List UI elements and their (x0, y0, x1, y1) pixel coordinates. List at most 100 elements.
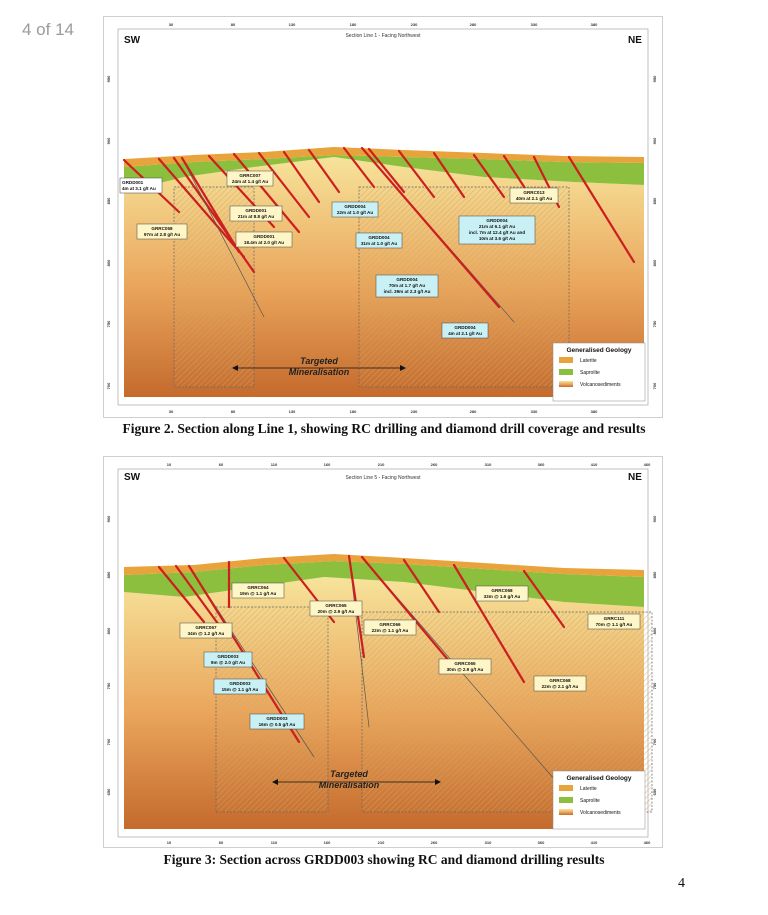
x-tick: 280 (470, 22, 477, 27)
x-tick: 410 (591, 840, 598, 845)
hole-label: GRDD005 (361, 534, 368, 551)
hole-label: GRRC067 (227, 539, 234, 556)
hole-label: GRRC064 (283, 535, 290, 552)
geology-legend: Generalised Geology Laterite Saprolite V… (552, 342, 646, 402)
x-axis-bottom: 10 60 110 160 210 260 310 360 410 460 (167, 840, 651, 845)
y-axis-right: 950 900 850 800 750 700 (652, 75, 657, 389)
hole-label: GRRC015 (501, 132, 508, 149)
svg-text:24m at 1.4 g/t Au: 24m at 1.4 g/t Au (232, 179, 269, 184)
x-tick: 30 (169, 409, 174, 414)
y-tick: 750 (106, 682, 111, 689)
svg-text:Volcanosediments: Volcanosediments (580, 382, 621, 388)
geology-legend: Generalised Geology Laterite Saprolite V… (552, 770, 646, 830)
svg-text:GRDD003: GRDD003 (229, 681, 251, 686)
x-tick: 460 (644, 840, 651, 845)
svg-text:22m @ 2.1 g/t Au: 22m @ 2.1 g/t Au (542, 684, 579, 689)
figure-2-section-grdd003: GRRC072 GRDD003 GRRC067 GRRC064 GRRC065 … (103, 456, 663, 848)
svg-text:GRRC064: GRRC064 (247, 585, 269, 590)
hole-label: GRRC001 (121, 135, 128, 152)
x-tick: 410 (591, 462, 598, 467)
hole-label: GRRC006 (256, 129, 263, 146)
x-axis-bottom: 30 80 130 180 230 280 330 380 (169, 409, 598, 414)
volcanosediments-swatch (559, 809, 573, 815)
hole-label: GRRC066 (403, 537, 410, 554)
svg-text:GRRC066: GRRC066 (379, 622, 401, 627)
svg-text:31m at 1.0 g/t Au: 31m at 1.0 g/t Au (361, 241, 398, 246)
svg-text:22m @ 1.1 g/t Au: 22m @ 1.1 g/t Au (372, 628, 409, 633)
callout: GRRC067 34m @ 1.2 g/t Au (179, 622, 233, 639)
hole-labels: GRRC001 GRRC002 GRRC058 GRDD001 GRRC003 … (121, 124, 573, 152)
x-tick: 330 (531, 22, 538, 27)
svg-text:20m @ 2.9 g/t Au: 20m @ 2.9 g/t Au (318, 609, 355, 614)
laterite-layer (124, 147, 644, 167)
saprolite-swatch (559, 369, 573, 375)
y-tick: 700 (106, 738, 111, 745)
y-tick: 800 (106, 627, 111, 634)
hole-label: GRRC072 (159, 544, 166, 561)
svg-text:incl. 7m at 12.4 g/t Au and: incl. 7m at 12.4 g/t Au and (469, 230, 525, 235)
svg-text:Mineralisation: Mineralisation (289, 367, 350, 377)
callout: GRDD003 15m @ 1.1 g/t Au (213, 678, 267, 695)
svg-text:GRDD001: GRDD001 (253, 234, 275, 239)
svg-text:22m at 1.0 g/t Au: 22m at 1.0 g/t Au (337, 210, 374, 215)
y-tick: 900 (652, 137, 657, 144)
svg-text:GRRC067: GRRC067 (195, 625, 217, 630)
hole-label: GRRC014 (471, 131, 478, 148)
hole-label: GRRC009 (341, 124, 348, 141)
y-tick: 800 (106, 259, 111, 266)
y-tick: 850 (106, 571, 111, 578)
volcanosediments-swatch (559, 381, 573, 387)
x-tick: 110 (271, 462, 278, 467)
targeted-mineralisation-label: Targeted Mineralisation (232, 356, 406, 377)
laterite-swatch (559, 357, 573, 363)
svg-text:GRDD003: GRDD003 (266, 716, 288, 721)
callout: GRRC007 24m at 1.4 g/t Au (226, 170, 274, 187)
hole-label: GRRC013 (431, 129, 438, 146)
svg-text:GRDD001: GRDD001 (122, 180, 144, 185)
y-tick: 700 (652, 738, 657, 745)
ne-direction-label: NE (628, 472, 642, 483)
callout: GRDD001 21m at 8.8 g/t Au (229, 205, 283, 222)
x-tick: 380 (591, 409, 598, 414)
callout: GRDD004 31m at 1.0 g/t Au (355, 232, 403, 249)
hole-label: GRRC002 (151, 135, 158, 152)
svg-text:4m at 2.1 g/t Au: 4m at 2.1 g/t Au (448, 331, 482, 336)
svg-text:GRDD004: GRDD004 (454, 325, 476, 330)
figure-2-diagram: GRRC072 GRDD003 GRRC067 GRRC064 GRRC065 … (106, 462, 657, 845)
hole-label: GRRC068 (453, 542, 460, 559)
hole-label: GRRC008 (306, 126, 313, 143)
svg-text:GRDD004: GRDD004 (396, 277, 418, 282)
laterite-swatch (559, 785, 573, 791)
ne-direction-label: NE (628, 35, 642, 46)
x-tick: 60 (219, 840, 224, 845)
svg-text:GRRC068: GRRC068 (549, 678, 571, 683)
x-tick: 180 (350, 22, 357, 27)
page-number: 4 (678, 876, 685, 891)
y-tick: 950 (106, 75, 111, 82)
svg-text:30m @ 2.9 g/t Au: 30m @ 2.9 g/t Au (447, 667, 484, 672)
svg-text:70m @ 1.1 g/t Au: 70m @ 1.1 g/t Au (596, 622, 633, 627)
x-tick: 110 (271, 840, 278, 845)
svg-text:4m at 3.1 g/t Au: 4m at 3.1 g/t Au (122, 186, 156, 191)
svg-text:Mineralisation: Mineralisation (319, 780, 380, 790)
svg-text:GRRC007: GRRC007 (239, 173, 261, 178)
x-tick: 80 (231, 409, 236, 414)
x-axis-top: 30 80 130 180 230 280 330 380 (169, 22, 598, 27)
y-tick: 800 (652, 627, 657, 634)
svg-text:70m at 1.7 g/t Au: 70m at 1.7 g/t Au (389, 283, 426, 288)
hole-label: GRDD004 (359, 124, 366, 141)
hole-label: GRRC005 (231, 130, 238, 147)
callout: GRDD001 18.4m at 2.0 g/t Au (235, 231, 293, 248)
y-tick: 950 (652, 75, 657, 82)
svg-text:GRRC058: GRRC058 (151, 226, 173, 231)
callout: GRDD004 70m at 1.7 g/t Au incl. 39m at 2… (375, 274, 439, 298)
x-tick: 10 (167, 840, 172, 845)
callout: GRRC068 33m @ 1.6 g/t Au (475, 585, 529, 602)
svg-text:34m @ 1.2 g/t Au: 34m @ 1.2 g/t Au (188, 631, 225, 636)
x-tick: 230 (411, 22, 418, 27)
x-tick: 60 (219, 462, 224, 467)
y-tick: 850 (652, 197, 657, 204)
hole-label: GRDD003 (176, 543, 183, 560)
x-tick: 310 (485, 840, 492, 845)
y-tick: 800 (652, 259, 657, 266)
